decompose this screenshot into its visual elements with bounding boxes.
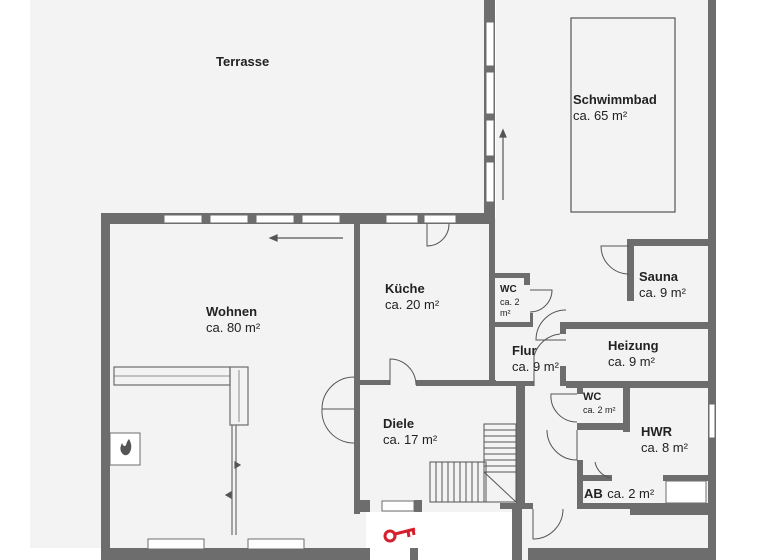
staircase [429,423,517,503]
room-name: Küche [385,281,425,296]
room-area: ca. 2 [500,296,520,307]
label-flur: Flur ca. 9 m² [512,343,559,376]
room-name: WC [583,391,602,403]
room-area: ca. 20 m² [385,297,440,313]
windows [147,21,716,550]
label-hwr: HWR ca. 8 m² [641,424,688,457]
walls [101,0,716,560]
room-name: AB [584,486,603,501]
label-terrasse: Terrasse [216,54,269,70]
room-name: Wohnen [206,304,258,319]
label-sauna: Sauna ca. 9 m² [639,269,686,302]
key-icon [383,527,416,543]
label-diele: Diele ca. 17 m² [383,416,437,449]
room-name: Flur [512,343,537,358]
label-wohnen: Wohnen ca. 80 m² [206,304,260,337]
room-name: WC [500,284,517,295]
room-area: ca. 8 m² [641,440,688,456]
room-area: ca. 9 m² [608,354,655,370]
room-area: ca. 65 m² [573,108,628,124]
room-name: Heizung [608,338,659,353]
label-wc-2: WC ca. 2 m² [583,391,616,416]
fireplace-icon [120,439,132,456]
pool-basin [570,17,676,213]
label-ab: AB ca. 2 m² [584,484,654,504]
room-area: ca. 9 m² [639,285,686,301]
room-area: ca. 2 m² [583,404,616,415]
room-name: HWR [641,424,673,439]
entrance-area [366,512,516,560]
room-area: ca. 80 m² [206,320,261,336]
arrow-icon [224,128,507,500]
sliding-partition [113,366,249,535]
room-area: ca. 9 m² [512,359,559,375]
label-schwimmbad: Schwimmbad ca. 65 m² [573,92,657,125]
fireplace [109,432,141,466]
doors [321,223,630,540]
room-name: Diele [383,416,415,431]
room-area: ca. 2 m² [607,486,655,501]
room-area: m² [500,307,511,318]
label-kueche: Küche ca. 20 m² [385,281,439,314]
label-heizung: Heizung ca. 9 m² [608,338,659,371]
room-name: Schwimmbad [573,92,657,107]
house-floor [106,218,526,560]
label-wc-1: WC ca. 2 m² [500,284,520,319]
room-name: Terrasse [216,54,270,69]
room-name: Sauna [639,269,679,284]
room-area: ca. 17 m² [383,432,438,448]
